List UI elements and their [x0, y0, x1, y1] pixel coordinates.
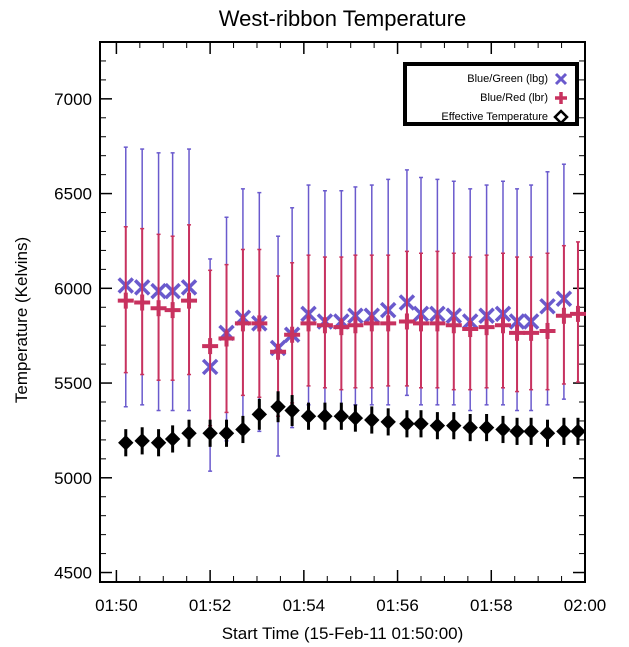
effective-point: [380, 414, 396, 430]
effective-point: [523, 423, 539, 440]
effective-point: [413, 416, 429, 432]
effective-point: [478, 419, 495, 436]
diamond-marker-icon: [553, 108, 569, 125]
y-tick-label: 6000: [54, 279, 92, 298]
effective-point: [251, 406, 268, 423]
effective-point: [446, 417, 462, 434]
y-tick-label: 6500: [54, 185, 92, 204]
x-tick-label: 01:58: [470, 596, 513, 615]
legend-label-effective: Effective Temperature: [441, 110, 548, 123]
effective-point: [150, 435, 167, 451]
effective-point: [509, 423, 525, 440]
chart-title: West-ribbon Temperature: [218, 6, 467, 31]
y-tick-label: 5000: [54, 469, 92, 488]
x-axis-label: Start Time (15-Feb-11 01:50:00): [221, 624, 464, 643]
effective-point: [317, 408, 333, 424]
effective-point: [495, 421, 511, 438]
legend: Blue/Green (lbg) Blue/Red (lbr) Effectiv…: [403, 62, 579, 126]
effective-point: [134, 433, 150, 449]
effective-point: [399, 416, 415, 432]
effective-point: [556, 423, 572, 440]
effective-point: [218, 425, 235, 441]
legend-item-lbg: Blue/Green (lbg): [413, 69, 569, 88]
effective-point: [364, 412, 380, 428]
legend-label-lbr: Blue/Red (lbr): [480, 91, 548, 104]
effective-point: [300, 408, 317, 424]
x-tick-label: 01:52: [189, 596, 232, 615]
effective-point: [429, 417, 446, 434]
legend-label-lbg: Blue/Green (lbg): [467, 72, 548, 85]
y-axis-label: Temperature (Kelvins): [12, 236, 31, 404]
effective-point: [270, 399, 286, 415]
effective-point: [333, 408, 350, 424]
x-tick-label: 01:54: [283, 596, 326, 615]
effective-point: [118, 435, 134, 451]
effective-point: [462, 419, 478, 436]
effective-point: [202, 425, 218, 441]
effective-point: [347, 410, 364, 426]
effective-point: [539, 425, 556, 441]
legend-item-lbr: Blue/Red (lbr): [413, 88, 569, 107]
y-tick-label: 5500: [54, 374, 92, 393]
x-tick-label: 02:00: [564, 596, 607, 615]
plus-marker-icon: [555, 91, 567, 104]
y-tick-label: 7000: [54, 90, 92, 109]
x-tick-label: 01:50: [95, 596, 138, 615]
x-tick-label: 01:56: [376, 596, 419, 615]
x-marker-icon: [554, 72, 568, 85]
effective-point: [284, 402, 300, 419]
effective-point: [164, 431, 181, 447]
y-tick-label: 4500: [54, 564, 92, 583]
effective-point: [235, 421, 251, 438]
effective-point: [181, 425, 197, 441]
effective-point: [570, 423, 586, 440]
legend-item-effective: Effective Temperature: [413, 107, 569, 126]
